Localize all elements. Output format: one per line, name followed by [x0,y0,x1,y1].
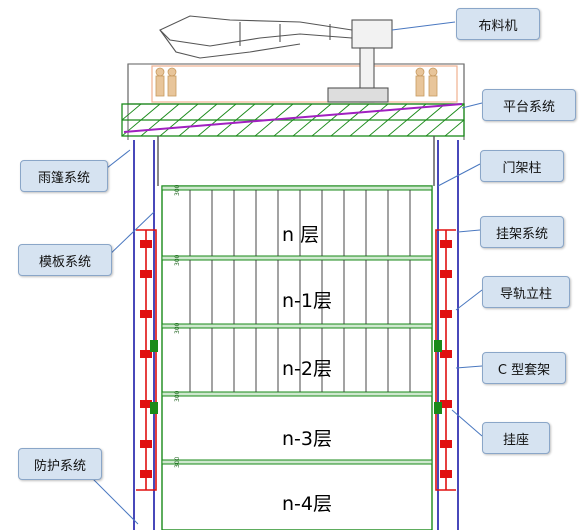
truss-diagonal [311,103,332,121]
floor-slab [161,185,433,191]
floor-slab [161,323,433,329]
frame-node [440,470,452,478]
callout-formwork: 模板系统 [18,244,112,276]
frame-node [140,400,152,408]
truss-diagonal [121,103,142,121]
mount-seats [150,340,442,414]
gantry-columns [157,136,435,186]
truss-diagonal [387,103,408,121]
truss-diagonal [235,119,256,137]
frame-node [440,400,452,408]
frame-node [440,270,452,278]
truss-diagonal [330,103,351,121]
frame-node [440,350,452,358]
floor-label-n-4: n-4层 [282,493,332,515]
frame-node [140,270,152,278]
callout-protection: 防护系统 [18,448,102,480]
frame-node [440,310,452,318]
truss-diagonals [121,103,465,137]
callout-canopy: 雨篷系统 [20,160,108,192]
frame-node [440,240,452,248]
callout-distributor: 布料机 [456,8,540,40]
truss-diagonal [197,119,218,137]
floor-label-n-2: n-2层 [282,358,332,380]
truss-diagonal [140,119,161,137]
canopy-frame [127,63,465,140]
frame-node [140,470,152,478]
truss-diagonal [216,103,237,121]
truss-diagonal [311,119,332,137]
guide-rail-columns [133,140,459,530]
dimension-mark: 300 [174,456,181,468]
floor-slab [161,255,433,261]
floor-slabs [161,185,433,465]
truss-diagonal [140,103,161,121]
floor-label-n-3: n-3层 [282,428,332,450]
formwork-verticals [189,190,411,392]
frame-node [440,440,452,448]
truss-diagonal [197,103,218,121]
truss-diagonal [368,103,389,121]
truss-diagonal [121,119,142,137]
callout-c-frame: C 型套架 [482,352,566,384]
callout-gantry-column: 门架柱 [480,150,564,182]
floor-label-n: n 层 [282,224,320,246]
truss-diagonal [254,119,275,137]
truss-diagonal [273,119,294,137]
truss-diagonal [178,119,199,137]
frame-node [140,350,152,358]
truss-diagonal [273,103,294,121]
concrete-distributor [159,15,393,103]
platform-brace [123,103,463,133]
callout-guide-rail: 导轨立柱 [482,276,570,308]
worker-figures [155,67,438,97]
truss-diagonal [406,119,427,137]
floor-slab [161,459,433,465]
truss-diagonal [349,119,370,137]
callout-hanging-frame: 挂架系统 [480,216,564,248]
dimension-mark: 300 [174,184,181,196]
truss-diagonal [425,119,446,137]
dimension-mark: 300 [174,390,181,402]
frame-node [140,440,152,448]
callout-mount-seat: 挂座 [482,422,550,454]
truss-diagonal [330,119,351,137]
frame-node [140,310,152,318]
truss-diagonal [387,119,408,137]
truss-diagonal [254,103,275,121]
frame-node [140,240,152,248]
floor-slab [161,391,433,397]
dimension-mark: 300 [174,254,181,266]
dimension-mark: 300 [174,322,181,334]
truss-diagonal [159,103,180,121]
truss-diagonal [444,103,465,121]
truss-diagonal [178,103,199,121]
truss-diagonal [444,119,465,137]
truss-diagonal [235,103,256,121]
frame-nodes [140,240,452,478]
truss-diagonal [368,119,389,137]
floor-label-n-1: n-1层 [282,290,332,312]
truss-diagonal [292,119,313,137]
callout-platform: 平台系统 [482,89,576,121]
